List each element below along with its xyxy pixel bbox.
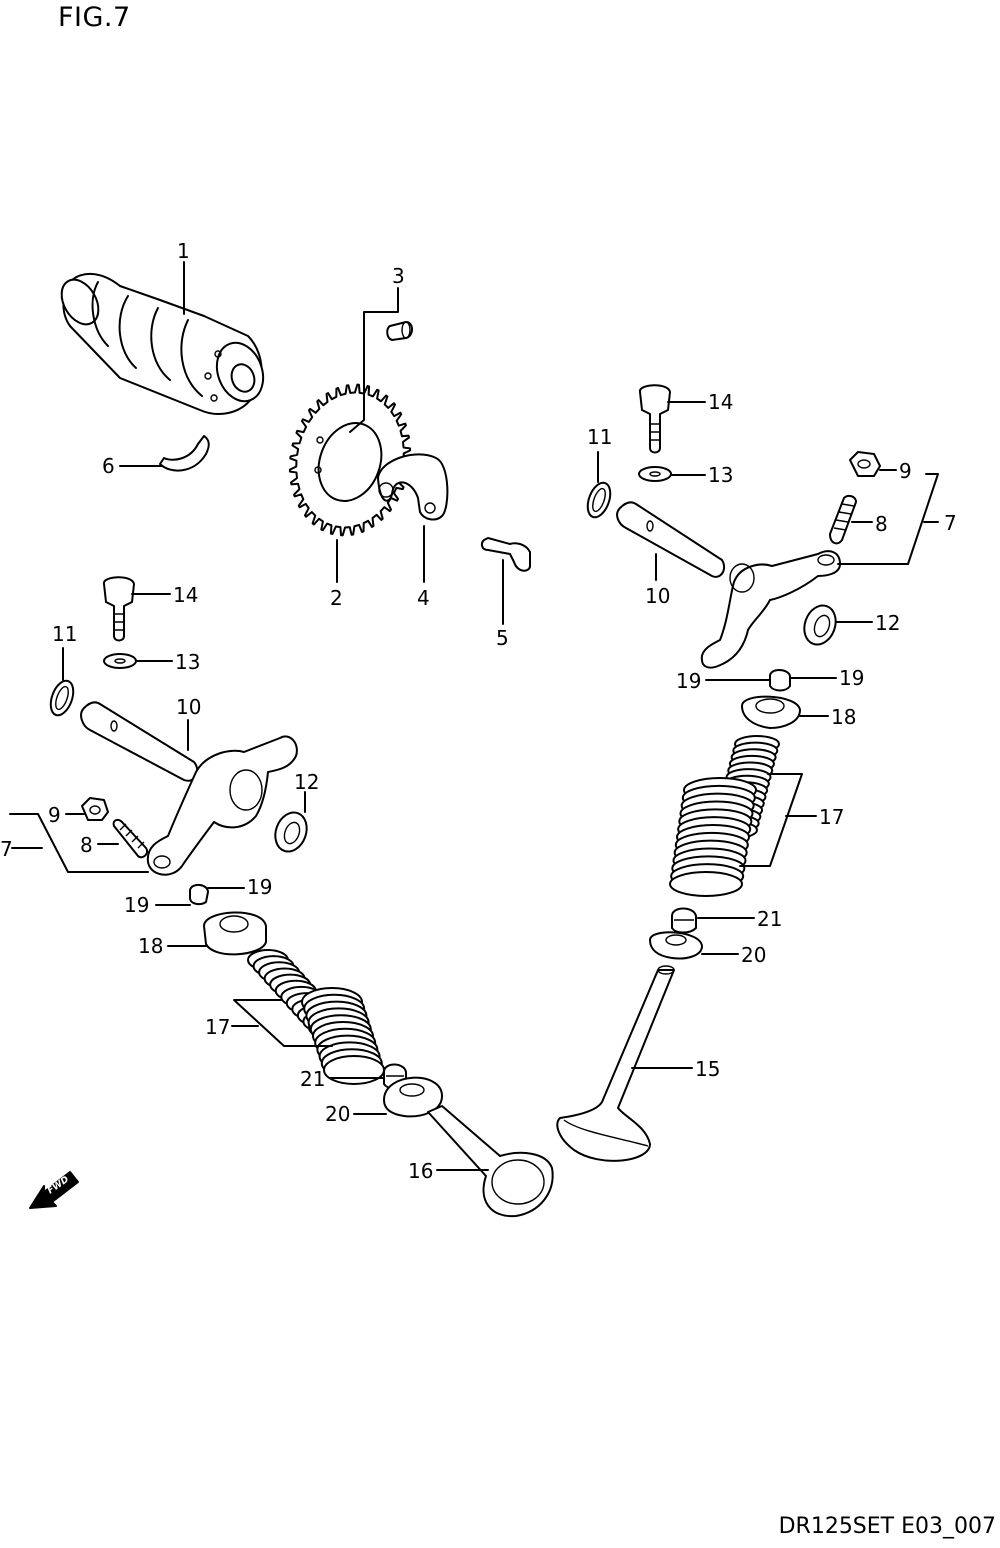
callout-19-left-a: 19 [247, 875, 272, 899]
valve-cotter-left[interactable] [189, 884, 209, 906]
callout-9-right: 9 [899, 459, 912, 483]
camshaft-retainer-ring[interactable] [159, 435, 210, 472]
sprocket-pin[interactable] [386, 321, 413, 341]
callout-10-left: 10 [176, 695, 201, 719]
rocker-arm-right[interactable] [700, 550, 841, 669]
washer-right[interactable] [638, 466, 672, 482]
callout-19-left-b: 19 [124, 893, 149, 917]
valve-cotter-right[interactable] [769, 669, 791, 692]
callout-8-left: 8 [80, 833, 93, 857]
callout-13-right: 13 [708, 463, 733, 487]
callout-20-right: 20 [741, 943, 766, 967]
callout-17-right: 17 [819, 805, 844, 829]
callout-12-left: 12 [294, 770, 319, 794]
rocker-shaft-right[interactable] [616, 501, 726, 578]
callout-18-left: 18 [138, 934, 163, 958]
callout-21-right: 21 [757, 907, 782, 931]
callout-3: 3 [392, 264, 405, 288]
callout-7-right: 7 [944, 511, 957, 535]
callout-12-right: 12 [875, 611, 900, 635]
spring-retainer-right[interactable] [741, 695, 801, 729]
rocker-washer-right[interactable] [799, 601, 841, 649]
rocker-shaft-bolt-left[interactable] [103, 576, 135, 642]
callout-14-right: 14 [708, 390, 733, 414]
spring-seat-left[interactable] [383, 1076, 443, 1118]
callout-13-left: 13 [175, 650, 200, 674]
sprocket-bracket[interactable] [377, 453, 449, 521]
valve-springs-left[interactable] [247, 949, 385, 1085]
callout-9-left: 9 [48, 803, 61, 827]
drawing-code: DR125SET E03_007 [778, 1514, 996, 1539]
sprocket-bolt[interactable] [480, 537, 531, 572]
figure-title: FIG.7 [58, 2, 131, 33]
callout-2: 2 [330, 586, 343, 610]
callout-15: 15 [695, 1057, 720, 1081]
rocker-arm-left[interactable] [146, 735, 298, 876]
adjusting-screw-left[interactable] [112, 818, 148, 859]
exhaust-valve[interactable] [427, 1105, 554, 1218]
cam-sprocket[interactable] [276, 373, 424, 546]
callout-4: 4 [417, 586, 430, 610]
callout-14-left: 14 [173, 583, 198, 607]
callout-16: 16 [408, 1159, 433, 1183]
callout-17-left: 17 [205, 1015, 230, 1039]
callout-19-right-a: 19 [676, 669, 701, 693]
callout-20-left: 20 [325, 1102, 350, 1126]
callout-6: 6 [102, 454, 115, 478]
valve-springs-right[interactable] [669, 735, 780, 897]
rocker-shaft-bolt-right[interactable] [639, 384, 671, 454]
callout-5: 5 [496, 626, 509, 650]
washer-left[interactable] [103, 653, 137, 669]
adjusting-nut-right[interactable] [849, 451, 881, 477]
o-ring-right[interactable] [583, 480, 614, 521]
callout-10-right: 10 [645, 584, 670, 608]
intake-valve[interactable] [556, 965, 675, 1162]
callout-1: 1 [177, 239, 190, 263]
callout-7-left: 7 [0, 837, 13, 861]
forward-direction-arrow: FWD [29, 1171, 79, 1209]
callout-19-right-b: 19 [839, 666, 864, 690]
adjusting-screw-right[interactable] [829, 494, 857, 545]
spring-retainer-left[interactable] [203, 911, 267, 956]
spring-seat-right[interactable] [649, 931, 703, 960]
camshaft[interactable] [54, 273, 271, 415]
callout-8-right: 8 [875, 512, 888, 536]
callout-11-left: 11 [52, 622, 77, 646]
callout-21-left: 21 [300, 1067, 325, 1091]
callout-11-right: 11 [587, 425, 612, 449]
o-ring-left[interactable] [46, 678, 77, 719]
adjusting-nut-left[interactable] [81, 797, 109, 821]
callout-18-right: 18 [831, 705, 856, 729]
stem-seal-right[interactable] [671, 907, 697, 934]
rocker-washer-left[interactable] [270, 808, 312, 856]
